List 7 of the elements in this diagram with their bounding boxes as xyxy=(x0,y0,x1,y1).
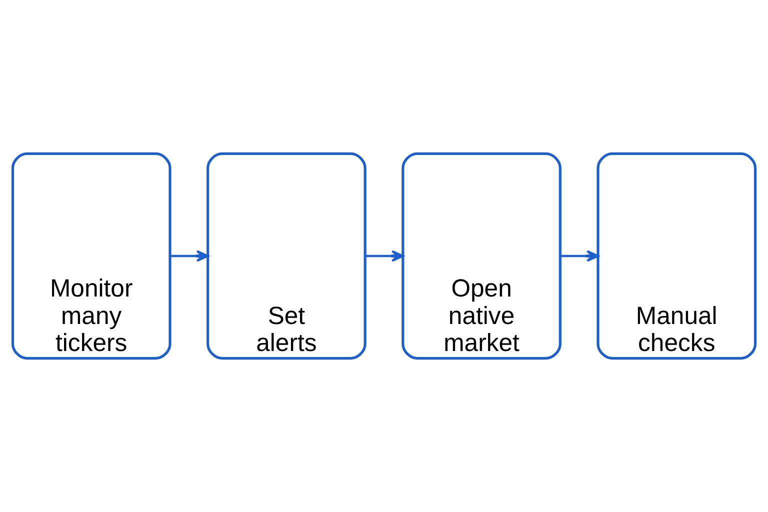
arrow xyxy=(560,250,600,262)
node-box: Monitor many tickers xyxy=(11,152,172,360)
node-box: Set alerts xyxy=(206,152,366,360)
arrow xyxy=(170,250,209,262)
node-box: Open native market xyxy=(402,152,562,360)
arrow xyxy=(365,250,404,262)
node-box: Manual checks xyxy=(596,152,757,360)
